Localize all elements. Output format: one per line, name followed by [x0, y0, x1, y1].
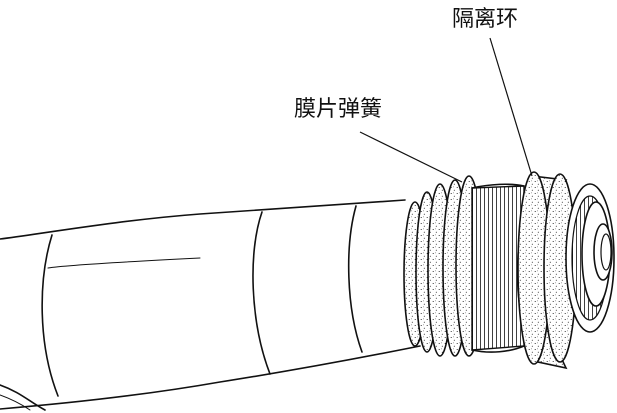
diaphragm-spring-label: 膜片弹簧 [294, 97, 382, 122]
tube-segment-bands [41, 205, 363, 397]
isolation-ring [516, 171, 577, 370]
diaphragm-spring-leader [359, 131, 463, 183]
leader-lines [359, 37, 533, 183]
isolation-ring-leader [489, 37, 533, 177]
isolation-ring-label: 隔离环 [452, 7, 518, 32]
end-cap [565, 183, 615, 333]
ribbed-core [471, 183, 525, 353]
cable-body [0, 199, 421, 411]
